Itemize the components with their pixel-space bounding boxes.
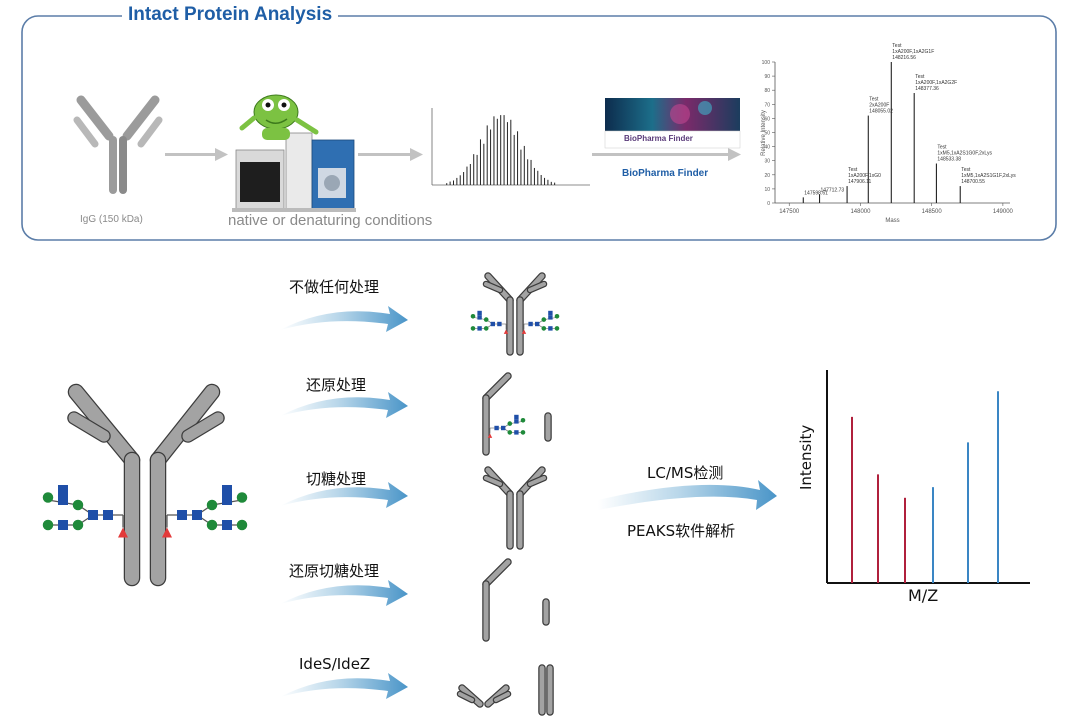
spectrum-peak-label: Test <box>892 43 902 49</box>
spectrum-peak-label: Test <box>937 145 947 151</box>
analysis-line-2: PEAKS软件解析 <box>627 522 736 540</box>
spectrum-y-tick: 60 <box>764 116 770 122</box>
top-panel-frame <box>21 15 1057 241</box>
raw-spectrum-chart <box>431 108 590 186</box>
analysis-arrow <box>598 480 777 510</box>
spectrum-peak-label: 147906.11 <box>848 179 871 185</box>
spectrum-y-tick: 40 <box>764 145 770 151</box>
result-chart <box>826 370 1030 584</box>
spectrum-peak-label: 148055.02 <box>869 109 893 115</box>
spectrum-peak-label: 148377.36 <box>915 86 939 92</box>
glycan-icon <box>162 485 248 538</box>
treatment-arrow-5 <box>280 673 408 699</box>
spectrum-y-tick: 70 <box>764 102 770 108</box>
top-arrow-3 <box>592 148 741 161</box>
spectrum-y-tick: 0 <box>767 201 770 207</box>
glycan-icon <box>521 310 560 334</box>
top-arrow-1 <box>165 148 228 161</box>
fragment-ides <box>456 664 554 716</box>
result-ylabel: Intensity <box>797 424 815 490</box>
spectrum-peak-label: 1xM5,1xA2S1G1F,2xLys <box>961 173 1016 179</box>
treatment-label-4: 还原切糖处理 <box>289 562 380 580</box>
antibody-full-icon <box>42 383 248 587</box>
spectrum-peak-label: 1xM5,1xA2S1G0F,2xLys <box>937 151 992 157</box>
conditions-caption: native or denaturing conditions <box>228 212 433 229</box>
spectrum-peak-label: 1xA200F,1xA2G1F <box>892 49 934 55</box>
spectrum-peak-label: Test <box>869 97 879 103</box>
treatment-arrow-2 <box>280 392 408 418</box>
glycan-icon <box>470 310 509 334</box>
spectrum-peak-label: Test <box>848 167 858 173</box>
page-title: Intact Protein Analysis <box>122 4 339 26</box>
treatment-arrow-4 <box>280 580 408 606</box>
spectrum-x-tick: 148000 <box>850 209 871 215</box>
fragment-reduced <box>482 372 552 456</box>
spectrum-x-tick: 147500 <box>779 209 800 215</box>
treatment-label-2: 还原处理 <box>306 376 367 394</box>
spectrum-peak-label: 2xA200F <box>869 103 889 109</box>
spectrum-y-tick: 80 <box>764 88 770 94</box>
top-arrow-2 <box>358 148 423 161</box>
spectrum-y-tick: 100 <box>762 60 771 66</box>
spectrum-y-tick: 30 <box>764 159 770 165</box>
glycan-icon <box>487 414 526 438</box>
spectrum-peak-label: Test <box>961 167 971 173</box>
igg-antibody-icon <box>73 95 163 194</box>
spectrum-peak-label: 1xA200F,1xG0 <box>848 173 881 179</box>
biopharma-finder-banner <box>604 98 741 149</box>
spectrum-ylabel: Relative Intensity <box>761 110 767 156</box>
fragment-intact <box>470 272 560 356</box>
treatment-label-3: 切糖处理 <box>306 470 367 488</box>
treatment-arrow-1 <box>280 306 408 332</box>
spectrum-x-tick: 149000 <box>993 209 1014 215</box>
spectrum-y-tick: 10 <box>764 187 770 193</box>
spectrum-peak-label: 148216.56 <box>892 55 916 61</box>
spectrum-peak-label: 1xA200F,1xA2G2F <box>915 80 957 86</box>
spectrum-peak-label: 147598.61 <box>804 190 828 196</box>
result-xlabel: M/Z <box>908 586 939 605</box>
glycan-icon <box>42 485 128 538</box>
fragment-reduced-deglycosylated <box>482 558 550 642</box>
spectrum-peak-label: 148533.38 <box>937 157 961 163</box>
treatment-label-5: IdeS/IdeZ <box>299 655 371 673</box>
software-label: BioPharma Finder <box>622 168 709 179</box>
treatment-arrow-3 <box>280 482 408 508</box>
spectrum-y-tick: 50 <box>764 131 770 137</box>
mascot-icon <box>239 94 319 140</box>
spectrum-peak-label: Test <box>915 74 925 80</box>
analysis-line-1: LC/MS检测 <box>647 464 724 482</box>
fragment-deglycosylated <box>482 466 548 550</box>
spectrum-peak-label: 147712.73 <box>821 188 845 194</box>
treatment-label-1: 不做任何处理 <box>289 278 380 296</box>
spectrum-x-tick: 148500 <box>922 209 943 215</box>
spectrum-peak-label: 148700.55 <box>961 179 985 185</box>
igg-caption: IgG (150 kDa) <box>80 214 143 225</box>
spectrum-xlabel: Mass <box>885 218 899 224</box>
spectrum-y-tick: 20 <box>764 173 770 179</box>
lc-ms-instrument-icon <box>232 132 356 212</box>
software-banner-text: BioPharma Finder <box>624 134 693 143</box>
spectrum-y-tick: 90 <box>764 74 770 80</box>
